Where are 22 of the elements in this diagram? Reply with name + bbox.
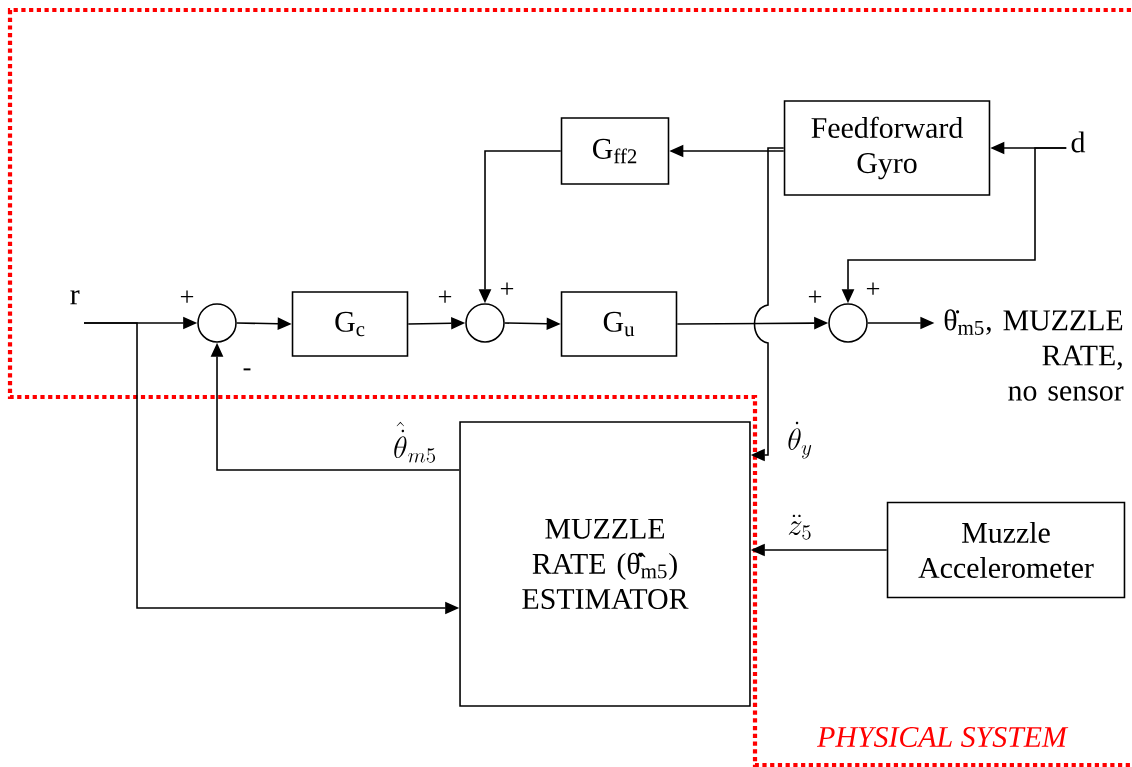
edge-label: $\hat{\dot{\theta}}_{m5}$: [391, 420, 439, 464]
transfer-function-box: G$_{c}$: [291, 291, 409, 357]
summing-junction: [828, 303, 868, 343]
output-label: θ̇$_{m5}$, MUZZLE RATE, no sensor: [944, 309, 1124, 401]
transfer-function-box: G$_{ff2}$: [560, 117, 670, 185]
sign-label: +: [500, 282, 514, 295]
edge-label: $\ddot{z}_{5}$: [785, 513, 815, 541]
region-label: PHYSICAL SYSTEM: [816, 726, 1069, 748]
sign-label: -: [243, 368, 251, 371]
summing-junction: [465, 303, 505, 343]
input-label: r: [70, 290, 80, 305]
edge-label: $\dot{\theta}_{y}$: [785, 419, 815, 461]
estimator-box: MUZZLE RATE (θ̇̂$_{m5}$) ESTIMATOR: [459, 421, 751, 707]
disturbance-label: d: [1071, 131, 1086, 153]
sign-label: +: [180, 290, 194, 303]
sign-label: +: [438, 290, 452, 303]
sign-label: +: [866, 282, 880, 295]
sign-label: +: [808, 290, 822, 303]
summing-junction: [197, 303, 237, 343]
sensor-box: Muzzle Accelerometer: [886, 501, 1126, 599]
transfer-function-box: G$_{u}$: [560, 291, 678, 357]
sensor-box: Feedforward Gyro: [783, 100, 991, 196]
